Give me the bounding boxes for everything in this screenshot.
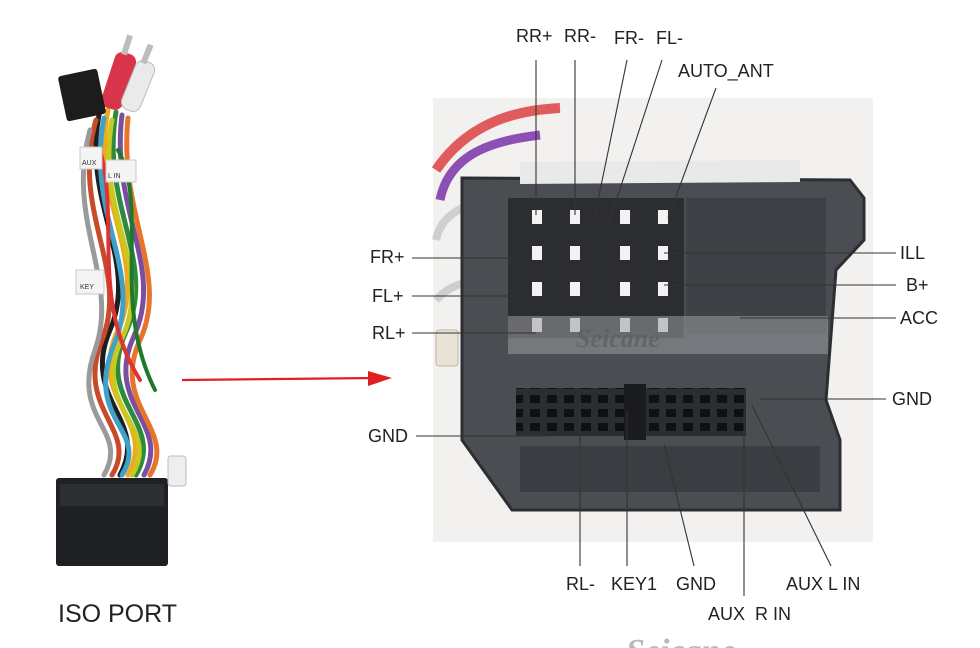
aux-plug-housing [58,68,106,122]
left-pin-labels: FR+ FL+ RL+ GND [368,247,408,446]
wire-tag-l-in: L IN [108,173,121,180]
footer-watermark: Seicane [626,633,736,648]
small-white-plug [167,455,187,487]
label-auto-ant: AUTO_ANT [678,61,774,82]
label-gnd-left: GND [368,426,408,446]
label-b-plus: B+ [906,275,929,295]
label-gnd-right: GND [892,389,932,409]
iso-port-caption: ISO PORT [58,600,177,628]
photo-band [508,316,828,354]
connector-photo: Seicane [431,98,873,542]
label-aux-l-in: AUX L IN [786,574,860,594]
label-gnd-bottom: GND [676,574,716,594]
rca-plugs [101,34,156,112]
wire-tag-aux: AUX [82,160,97,167]
label-ill: ILL [900,243,925,263]
top-pin-labels: RR+ RR- FR- FL- AUTO_ANT [516,26,774,82]
wire-tag-key: KEY [80,284,94,291]
label-fr-plus: FR+ [370,247,405,267]
label-key1: KEY1 [611,574,657,594]
right-pin-labels: ILL B+ ACC GND [892,243,938,409]
connector-watermark: Seicane [576,324,660,353]
label-acc: ACC [900,308,938,328]
leader-lines [412,59,896,596]
label-fl-plus: FL+ [372,286,404,306]
label-rr-minus: RR- [564,26,596,46]
label-fr-minus: FR- [614,28,644,48]
label-aux-r-in: AUX R IN [708,604,791,624]
pointer-arrow [181,371,392,386]
iso-harness-illustration: AUX L IN KEY ISO PORT [56,34,187,628]
bottom-pin-labels: RL- KEY1 GND AUX L IN AUX R IN [566,574,860,624]
label-fl-minus: FL- [656,28,683,48]
wire-tags: AUX L IN KEY [75,146,137,295]
label-rl-plus: RL+ [372,323,406,343]
label-rr-plus: RR+ [516,26,553,46]
label-rl-minus: RL- [566,574,595,594]
connector-top-label-strip [520,160,800,184]
